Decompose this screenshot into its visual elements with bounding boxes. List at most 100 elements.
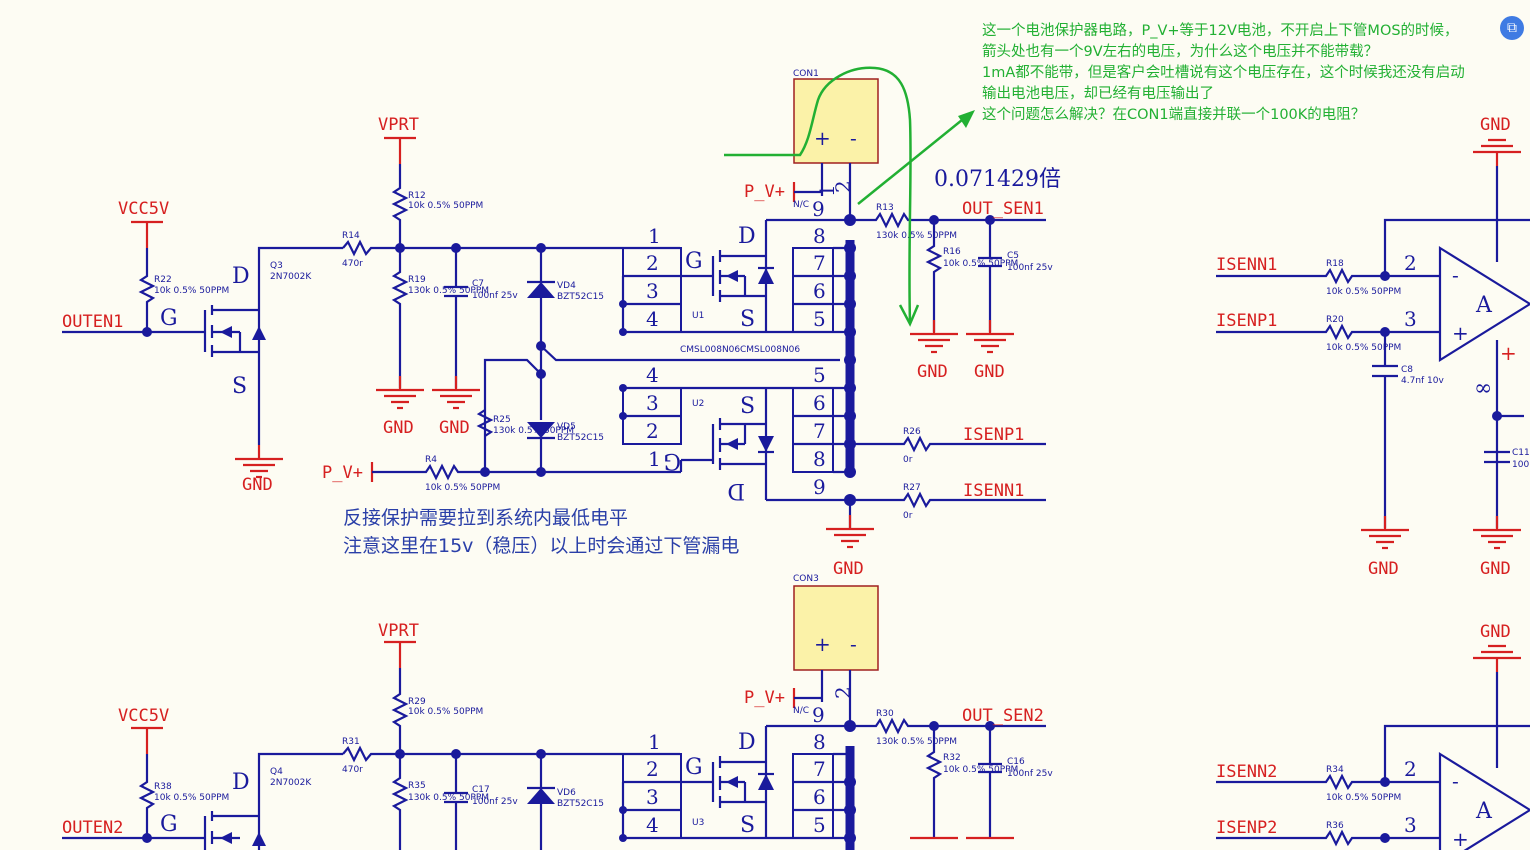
gnd-label-c7: GND — [439, 418, 470, 438]
r38-value: 10k 0.5% 50PPM — [154, 793, 229, 803]
u1-source-pin: S — [740, 307, 755, 332]
r38-ref: R38 — [154, 782, 172, 792]
r30-resistor — [850, 717, 1046, 735]
u3-gate-pin: G — [685, 755, 703, 780]
con3-nc: N/C — [793, 706, 809, 716]
r34-value: 10k 0.5% 50PPM — [1326, 793, 1401, 803]
vcc5v-label: VCC5V — [118, 199, 169, 219]
out-sen1-net-label: OUT_SEN1 — [962, 199, 1044, 219]
u2-pin4: 4 — [646, 363, 659, 387]
r4-value: 10k 0.5% 50PPM — [425, 483, 500, 493]
r36-ref: R36 — [1326, 821, 1344, 831]
gnd-label-c8: GND — [1368, 559, 1399, 579]
r30-ref: R30 — [876, 709, 894, 719]
r18-value: 10k 0.5% 50PPM — [1326, 287, 1401, 297]
q4-value: 2N7002K — [270, 778, 312, 788]
q4-ref: Q4 — [270, 767, 283, 777]
q4-drain-pin: D — [232, 770, 250, 795]
u3-source-pin: S — [740, 813, 755, 838]
annotation-line-2: 箭头处也有一个9V左右的电压，为什么这个电压并不能带载？ — [982, 42, 1378, 60]
u2-drain-pin: D — [727, 478, 745, 503]
r18-resistor — [1216, 267, 1440, 285]
u1-gate-pin: G — [685, 249, 703, 274]
opamp2-symbol: A — [1475, 799, 1493, 824]
con1-connector — [793, 78, 879, 164]
q4-mosfet — [203, 811, 266, 850]
opamp2-minus: - — [1452, 769, 1459, 793]
con1-nc: N/C — [793, 200, 809, 210]
r32-value: 10k 0.5% 50PPM — [943, 765, 1018, 775]
r4-ref: R4 — [425, 455, 437, 465]
r14-ref: R14 — [342, 231, 360, 241]
gnd-label-c11: GND — [1480, 559, 1511, 579]
con3-minus-pin: - — [850, 632, 857, 656]
r27-resistor — [850, 491, 1046, 509]
u2-ref: U2 — [692, 399, 704, 409]
opamp1-minus: - — [1452, 263, 1459, 287]
opamp2-pin2: 2 — [1404, 757, 1417, 781]
r27-value: 0r — [903, 511, 913, 521]
u2-pin7: 7 — [813, 419, 826, 443]
q3-gate-pin: G — [160, 306, 178, 331]
u1-pin6: 6 — [813, 279, 826, 303]
u1-pin9: 9 — [812, 197, 825, 221]
c17-ref: C17 — [472, 785, 490, 795]
u2-gate-pin: G — [663, 448, 681, 473]
u3-pin1: 1 — [648, 730, 661, 754]
u1-mosfet — [619, 218, 850, 336]
r16-ref: R16 — [943, 247, 961, 257]
vcc5v-label-2: VCC5V — [118, 706, 169, 726]
u3-drain-pin: D — [738, 730, 756, 755]
r25-ref: R25 — [493, 415, 511, 425]
isenn1-opamp-label: ISENN1 — [1216, 255, 1277, 275]
r20-value: 10k 0.5% 50PPM — [1326, 343, 1401, 353]
c11-value: 100 — [1512, 460, 1529, 470]
gnd-label-q3: GND — [242, 475, 273, 495]
con3-ref: CON3 — [793, 574, 819, 584]
r22-ref: R22 — [154, 275, 172, 285]
con1-ref: CON1 — [793, 69, 819, 79]
u1-pin5: 5 — [813, 307, 826, 331]
r16-resistor — [925, 220, 943, 332]
vd6-ref: VD6 — [557, 788, 576, 798]
screenshot-tool-icon[interactable]: ⧉ — [1500, 16, 1524, 40]
r18-ref: R18 — [1326, 259, 1344, 269]
r25-value: 130k 0.5% 50PPM — [493, 426, 574, 436]
con3-plus-pin: + — [814, 632, 831, 656]
isenp2-opamp-label: ISENP2 — [1216, 818, 1277, 838]
isenn2-opamp-label: ISENN2 — [1216, 762, 1277, 782]
annotation-pointer-line — [857, 119, 963, 205]
q3-drain-pin: D — [232, 264, 250, 289]
annotation-arrowhead-down — [898, 304, 920, 327]
r36-resistor — [1216, 829, 1440, 847]
c11-ref: C11 — [1512, 448, 1530, 458]
r16-value: 10k 0.5% 50PPM — [943, 259, 1018, 269]
q3-value: 2N7002K — [270, 272, 312, 282]
u2-pin9: 9 — [813, 475, 826, 499]
u1-ref: U1 — [692, 311, 704, 321]
c5-value: 100nf 25v — [1007, 263, 1053, 273]
r19-ref: R19 — [408, 275, 426, 285]
con1-pin2: 2 — [831, 180, 855, 193]
u2-pin5: 5 — [813, 363, 826, 387]
pv-label-r4: P_V+ — [322, 463, 363, 483]
opamp2-plus: + — [1452, 827, 1469, 850]
r30-value: 130k 0.5% 50PPM — [876, 737, 957, 747]
con1-pin1: 1 — [815, 184, 839, 197]
r13-resistor — [850, 211, 1046, 229]
u2-pin2: 2 — [646, 419, 659, 443]
u1-pin4: 4 — [646, 307, 659, 331]
con3-pin2: 2 — [831, 686, 855, 699]
u1-drain-pin: D — [738, 224, 756, 249]
gnd-label-u2: GND — [833, 559, 864, 579]
u1-pin8: 8 — [813, 224, 826, 248]
r31-ref: R31 — [342, 737, 360, 747]
r26-ref: R26 — [903, 427, 921, 437]
annotation-line-4: 输出电池电压，却已经有电压输出了 — [982, 85, 1214, 102]
r12-ref: R12 — [408, 191, 426, 201]
gnd-label-c5: GND — [974, 362, 1005, 382]
u3-ref: U3 — [692, 818, 704, 828]
r35-ref: R35 — [408, 781, 426, 791]
r19-resistor — [391, 248, 409, 388]
q4-gate-pin: G — [160, 812, 178, 837]
